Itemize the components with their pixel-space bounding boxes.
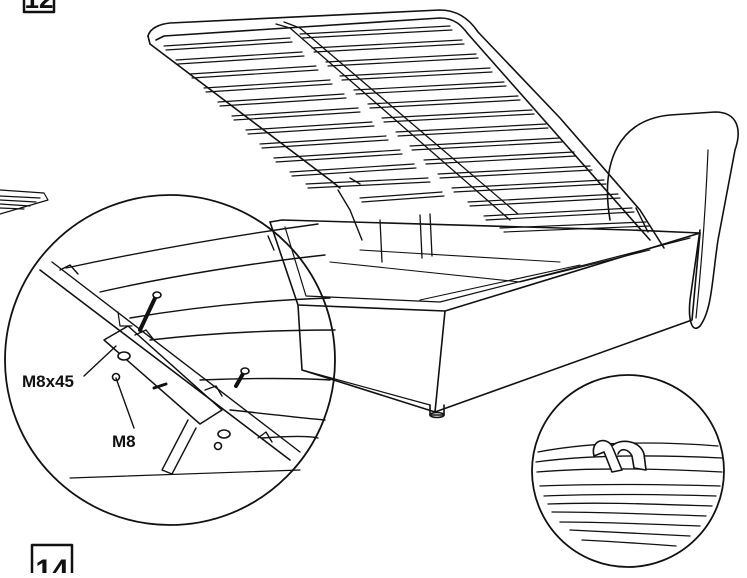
lifted-slat-frame xyxy=(147,9,665,249)
bed-base xyxy=(269,213,701,413)
bed-leg xyxy=(429,404,445,419)
detail-circle-strap xyxy=(531,374,725,568)
headboard xyxy=(606,111,739,329)
bolt-callout-label: M8x45 xyxy=(22,372,74,391)
step-number-top: 12 xyxy=(25,0,54,14)
detail-circle-hinge xyxy=(4,194,336,526)
callout-leaders xyxy=(83,345,135,429)
nut-callout-label: M8 xyxy=(112,432,136,451)
step-number-bottom: 14 xyxy=(35,554,69,573)
strap-loop xyxy=(592,439,623,473)
step-number-box-bottom: 14 xyxy=(30,543,74,578)
step-number-box-top: 12 xyxy=(22,0,56,14)
spare-slat-frame xyxy=(0,189,49,215)
